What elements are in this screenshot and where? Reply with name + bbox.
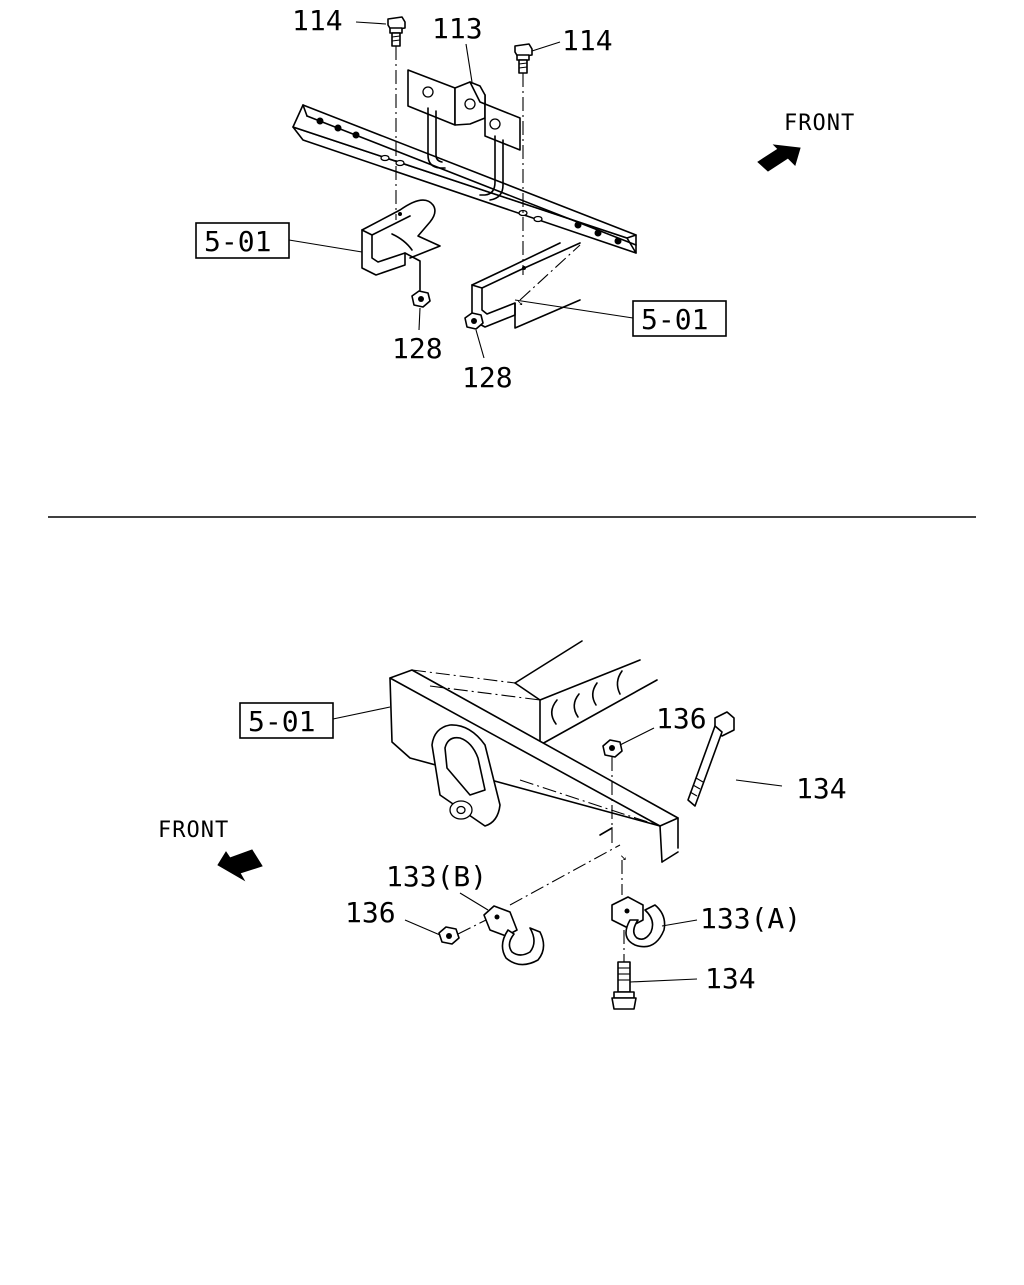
- ref-box-right: [632, 300, 727, 337]
- nut-128-right: [464, 312, 484, 330]
- front-arrow-top-icon: [757, 144, 801, 172]
- frame-right: ↘: [471, 242, 581, 329]
- label-133a: 133(A): [700, 902, 801, 935]
- bottom-panel: ↘: [158, 640, 847, 1010]
- label-134-bottom: 134: [705, 962, 756, 995]
- hook-133b: [483, 905, 545, 966]
- label-128-left: 128: [392, 332, 443, 365]
- ref-box-left: [195, 222, 290, 259]
- bracket-113: [407, 69, 521, 201]
- top-leaders: [288, 21, 634, 359]
- front-arrow-bottom-icon: [217, 849, 263, 882]
- bottom-leaders: [332, 706, 783, 983]
- front-label-top: FRONT: [784, 111, 855, 136]
- nut-136-top: [602, 739, 623, 758]
- label-5-01-right: 5-01: [641, 303, 708, 336]
- bolt-114-right: [514, 43, 533, 74]
- bolt-134-top: [687, 711, 735, 807]
- label-5-01-frame: 5-01: [248, 705, 315, 738]
- label-5-01-left: 5-01: [204, 225, 271, 258]
- frame-left: [361, 199, 441, 291]
- side-frame-rail: [514, 640, 658, 746]
- svg-text:↘: ↘: [517, 297, 523, 308]
- label-134-top: 134: [796, 772, 847, 805]
- label-128-right: 128: [462, 361, 513, 394]
- nut-136-left: [438, 926, 460, 945]
- label-136-top: 136: [656, 702, 707, 735]
- label-133b: 133(B): [386, 860, 487, 893]
- front-label-bottom: FRONT: [158, 818, 229, 843]
- label-114-right: 114: [562, 24, 613, 57]
- nut-128-left: [411, 290, 431, 308]
- tow-eye-mount: [431, 724, 501, 827]
- hook-133a: [611, 896, 666, 948]
- top-panel: ↘ 114 113 114 5-01 5-01 128 1: [195, 4, 855, 394]
- crossmember-end: ↘: [389, 669, 679, 863]
- ref-box-frame: [239, 702, 334, 739]
- crossmember-rail: [292, 104, 637, 254]
- label-136-left: 136: [345, 896, 396, 929]
- label-114-left: 114: [292, 4, 343, 37]
- svg-text:↘: ↘: [620, 850, 627, 863]
- bolt-114-left: [387, 16, 406, 47]
- bolt-134-bottom: [611, 961, 637, 1010]
- label-113: 113: [432, 12, 483, 45]
